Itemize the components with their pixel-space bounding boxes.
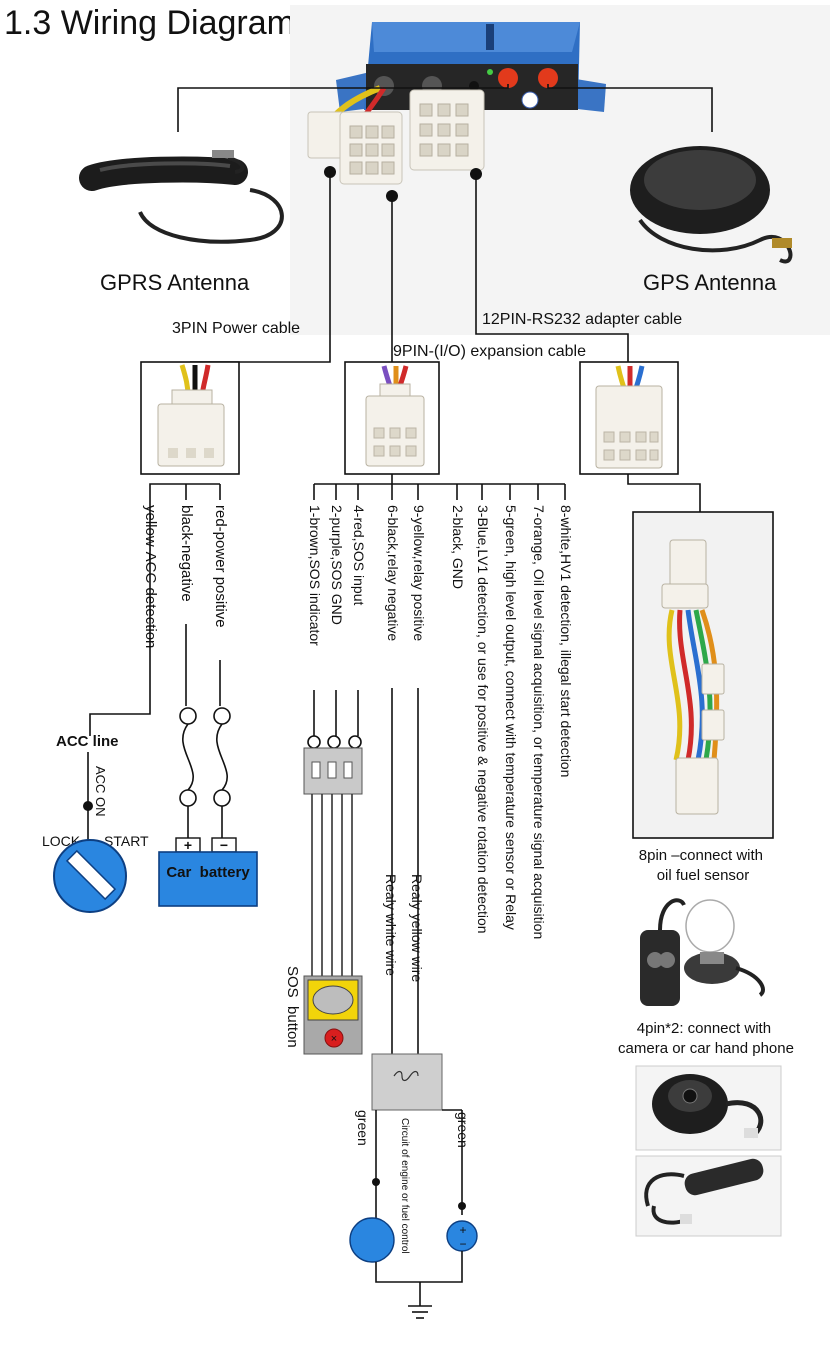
hand-phone-photo <box>635 1155 782 1237</box>
io-connector-box <box>344 361 440 475</box>
relay-yellow-wire-label: Realy yellow wire <box>409 874 425 982</box>
fuse-negative-icon <box>179 707 197 807</box>
relay <box>371 1053 443 1111</box>
relay-green-right-label: green <box>455 1112 471 1148</box>
io-wire-label: 2-purple,SOS GND <box>329 505 345 625</box>
start-label: START <box>104 833 149 849</box>
relay-source-minus: − <box>459 1237 466 1251</box>
power-wire-black: black-negative <box>178 505 195 602</box>
rs232-cable-label: 12PIN-RS232 adapter cable <box>482 311 682 328</box>
car-battery: + − Car battery <box>158 837 258 907</box>
page-title: 1.3 Wiring Diagram <box>4 4 295 42</box>
io-wire-label: 1-brown,SOS indicator <box>307 505 323 646</box>
power-wire-yellow: yellow-ACC detection <box>142 505 159 648</box>
pin4-caption: 4pin*2: connect with camera or car hand … <box>618 1020 794 1057</box>
acc-line-label: ACC line <box>56 733 119 750</box>
io-wire-label: 7-orange, Oil level signal acquisition, … <box>531 505 547 939</box>
relay-source-plus: + <box>459 1223 466 1237</box>
engine-fuel-load-icon <box>349 1217 395 1263</box>
rs232-connector-box <box>579 361 679 475</box>
sos-button-label: SOS button <box>284 966 301 1048</box>
acc-on-label: ACC ON <box>93 766 108 817</box>
io-wire-label: 8-white,HV1 detection, illegal start det… <box>558 505 574 777</box>
io-wire-label: 4-red,SOS input <box>351 505 367 605</box>
io-wire-label: 5-green, high level output, connect with… <box>503 505 519 930</box>
fuse-positive-icon <box>213 707 231 807</box>
camera-photo <box>635 1065 782 1151</box>
gprs-antenna-label: GPRS Antenna <box>100 270 250 295</box>
relay-power-source: + − <box>446 1220 478 1252</box>
gps-antenna-label: GPS Antenna <box>643 270 777 295</box>
gps-port <box>538 68 558 88</box>
sos-connector <box>303 735 363 795</box>
rs232-harness-photo <box>632 511 774 839</box>
io-wire-label: 6-black,relay negative <box>385 505 401 641</box>
gps-antenna <box>630 146 793 264</box>
io-wire-label: 9-yellow,relay positive <box>411 505 427 641</box>
ground-icon <box>408 1305 432 1319</box>
svg-text:×: × <box>331 1033 337 1045</box>
battery-label: Car battery <box>166 864 250 881</box>
battery-plus-terminal: + <box>184 837 192 853</box>
pin8-caption: 8pin –connect with oil fuel sensor <box>639 847 767 884</box>
sos-button: × <box>303 975 363 1055</box>
io-wire-label: 2-black, GND <box>450 505 466 589</box>
power-wire-red: red-power positive <box>212 505 229 628</box>
ignition-key-switch-icon <box>53 839 127 913</box>
power-cable-label: 3PIN Power cable <box>172 320 300 337</box>
power-connector-box <box>140 361 240 475</box>
gprs-antenna <box>79 150 284 244</box>
fuel-sensor-photo <box>636 886 770 1010</box>
io-cable-label: 9PIN-(I/O) expansion cable <box>393 343 586 360</box>
relay-white-wire-label: Realy white wire <box>383 874 399 976</box>
io-wire-label: 3-Blue,LV1 detection, or use for positiv… <box>475 505 491 934</box>
relay-green-left-label: green <box>355 1110 371 1146</box>
circuit-label: Circuit of engine or fuel control <box>399 1118 410 1254</box>
gprs-port <box>498 68 518 88</box>
battery-minus-terminal: − <box>220 837 228 853</box>
